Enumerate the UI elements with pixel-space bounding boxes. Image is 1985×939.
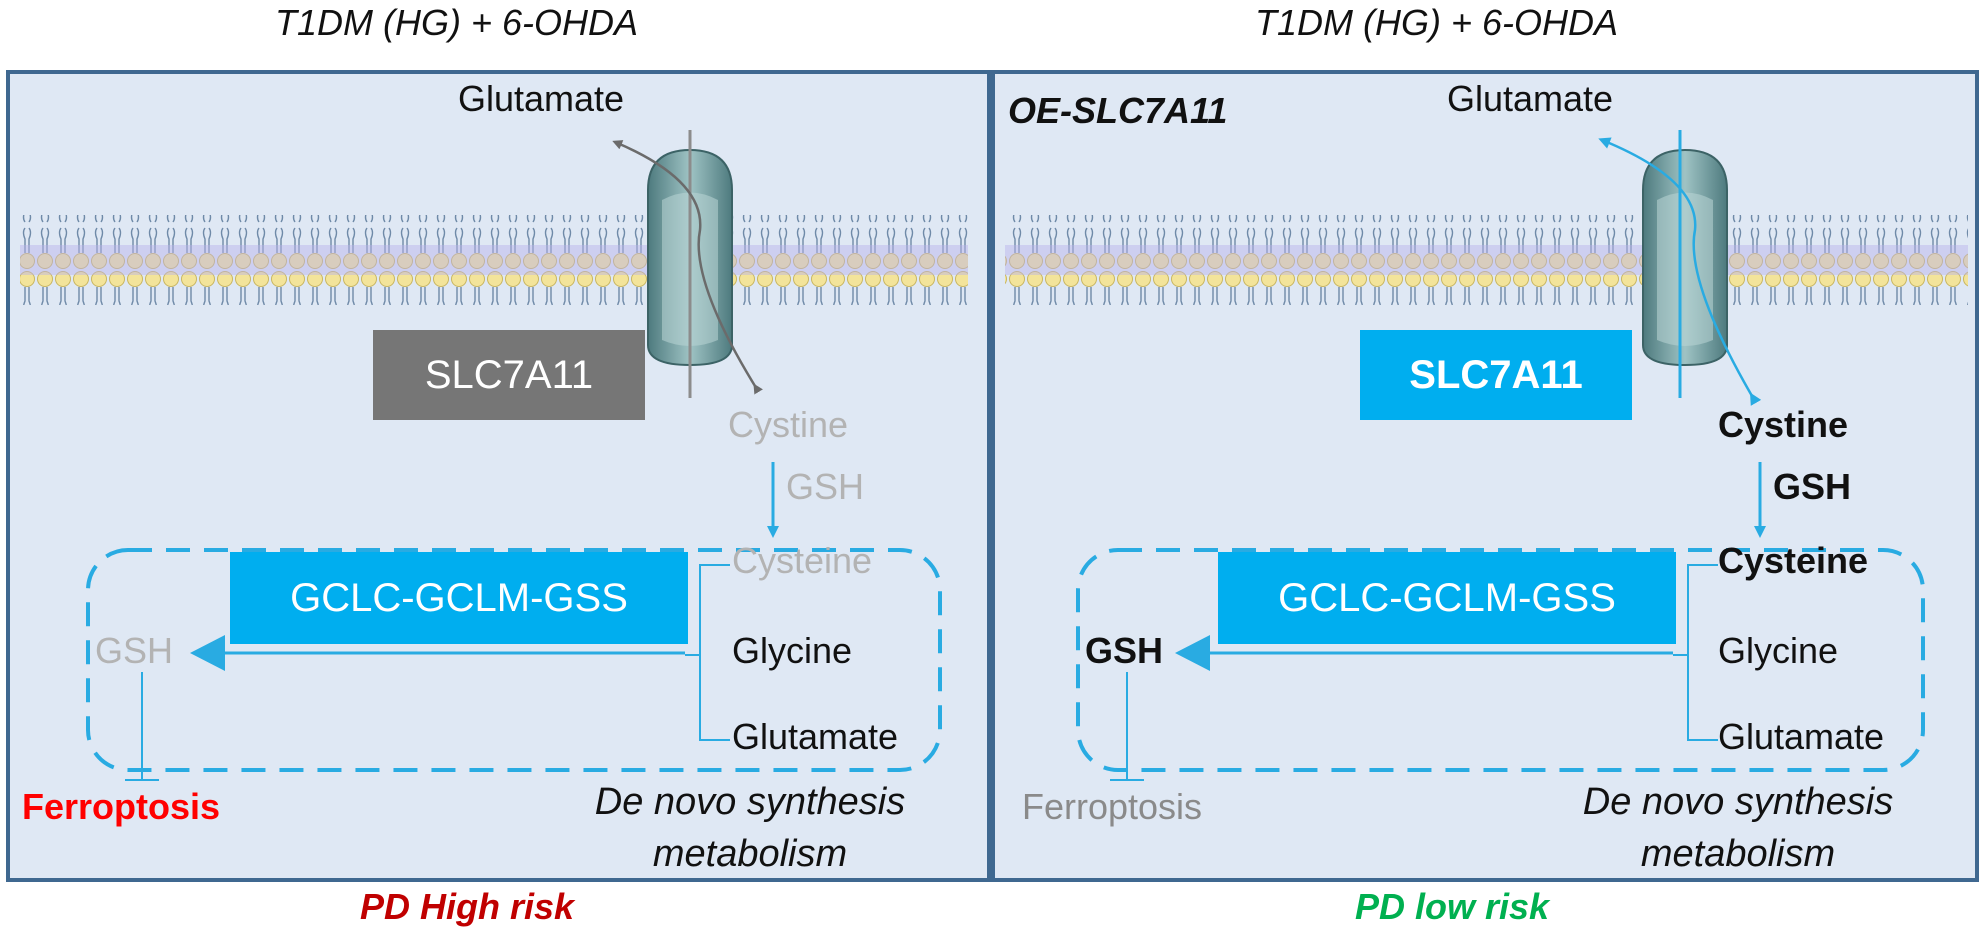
right-pathway-line1: De novo synthesis xyxy=(1582,781,1894,823)
left-cystine-label: Cystine xyxy=(728,404,849,445)
left-slc7a11-box: SLC7A11 xyxy=(373,330,645,420)
right-panel xyxy=(991,70,1979,882)
right-pathway-label: De novo synthesis metabolism xyxy=(1548,776,1928,880)
left-substrate-glutamate: Glutamate xyxy=(732,716,899,757)
left-enzyme-box: GCLC-GCLM-GSS xyxy=(230,552,688,644)
right-pathway-line2: metabolism xyxy=(1640,833,1836,875)
right-synthesis-arrow xyxy=(1175,564,1718,741)
left-gsh-product-label: GSH xyxy=(95,630,174,671)
right-substrate-glycine: Glycine xyxy=(1718,630,1839,671)
right-gsh-product-label: GSH xyxy=(1085,630,1164,671)
xct-transporter-icon xyxy=(1598,130,1762,406)
right-slc7a11-box: SLC7A11 xyxy=(1360,330,1632,420)
left-glutamate-export-label: Glutamate xyxy=(458,78,625,119)
left-gsh-arrow-label: GSH xyxy=(786,466,865,507)
right-inhibition-line xyxy=(1110,672,1144,781)
left-synthesis-region xyxy=(86,548,942,772)
cell-membrane-icon xyxy=(20,215,968,305)
right-substrate-cysteine: Cysteine xyxy=(1718,540,1869,581)
left-ferroptosis-label: Ferroptosis xyxy=(22,786,221,827)
right-condition-title: T1DM (HG) + 6-OHDA xyxy=(1255,2,1619,43)
left-pathway-line1: De novo synthesis xyxy=(594,781,906,823)
left-condition-title: T1DM (HG) + 6-OHDA xyxy=(275,2,639,43)
xct-transporter-icon xyxy=(612,130,763,398)
right-cystine-label: Cystine xyxy=(1718,404,1849,445)
right-risk-label: PD low risk xyxy=(1355,886,1550,927)
right-gsh-arrow-label: GSH xyxy=(1773,466,1852,507)
left-substrate-glycine: Glycine xyxy=(732,630,853,671)
right-synthesis-region xyxy=(1076,548,1925,772)
right-enzyme-box: GCLC-GCLM-GSS xyxy=(1218,552,1676,644)
right-treatment-label: OE-SLC7A11 xyxy=(1008,90,1228,131)
left-synthesis-arrow xyxy=(190,564,730,741)
right-glutamate-export-label: Glutamate xyxy=(1447,78,1614,119)
left-substrate-cysteine: Cysteine xyxy=(732,540,873,581)
right-ferroptosis-label: Ferroptosis xyxy=(1022,786,1203,827)
left-pathway-label: De novo synthesis metabolism xyxy=(560,776,940,880)
left-risk-label: PD High risk xyxy=(360,886,575,927)
cell-membrane-icon xyxy=(1005,215,1968,305)
right-substrate-glutamate: Glutamate xyxy=(1718,716,1885,757)
left-panel xyxy=(6,70,991,882)
left-pathway-line2: metabolism xyxy=(652,833,848,875)
left-inhibition-line xyxy=(125,672,159,781)
